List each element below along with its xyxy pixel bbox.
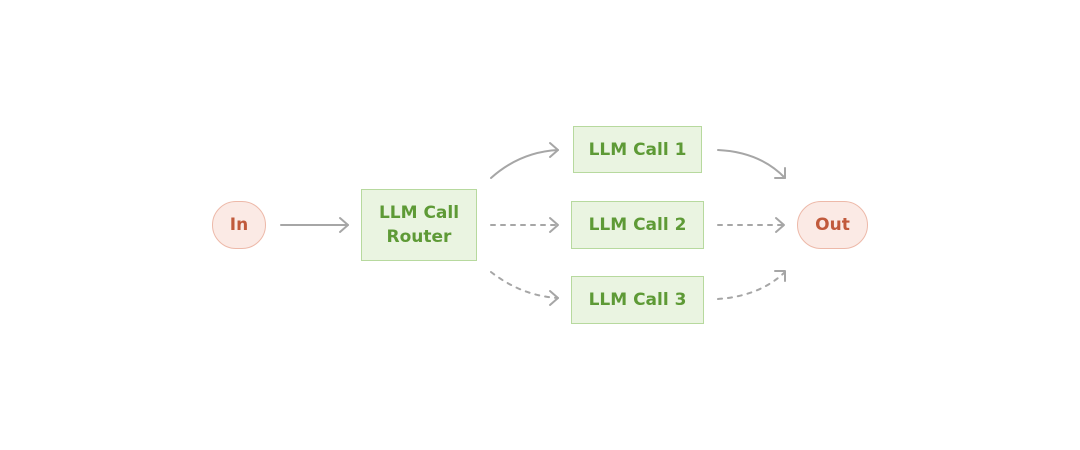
llm-call-1-node: LLM Call 1 — [573, 126, 702, 173]
input-node-label: In — [229, 215, 249, 235]
router-node: LLM Call Router — [361, 189, 477, 261]
router-node-label-line1: LLM Call — [378, 203, 460, 223]
llm-call-3-node: LLM Call 3 — [571, 276, 704, 324]
router-node-label-line2: Router — [386, 227, 452, 247]
edge-call2-to-out — [717, 217, 785, 233]
edge-router-to-call2 — [490, 217, 559, 233]
edge-router-to-call1 — [490, 142, 559, 179]
llm-call-3-label: LLM Call 3 — [588, 290, 687, 310]
output-node: Out — [797, 201, 868, 249]
edge-call1-to-out — [717, 149, 786, 179]
router-node-label: LLM Call Router — [379, 201, 459, 249]
llm-call-2-label: LLM Call 2 — [588, 215, 687, 235]
edge-call3-to-out — [717, 270, 786, 300]
output-node-label: Out — [815, 215, 850, 235]
input-node: In — [212, 201, 266, 249]
llm-call-2-node: LLM Call 2 — [571, 201, 704, 249]
llm-call-1-label: LLM Call 1 — [588, 139, 687, 160]
edge-router-to-call3 — [490, 271, 559, 306]
edge-in-to-router — [280, 217, 349, 233]
